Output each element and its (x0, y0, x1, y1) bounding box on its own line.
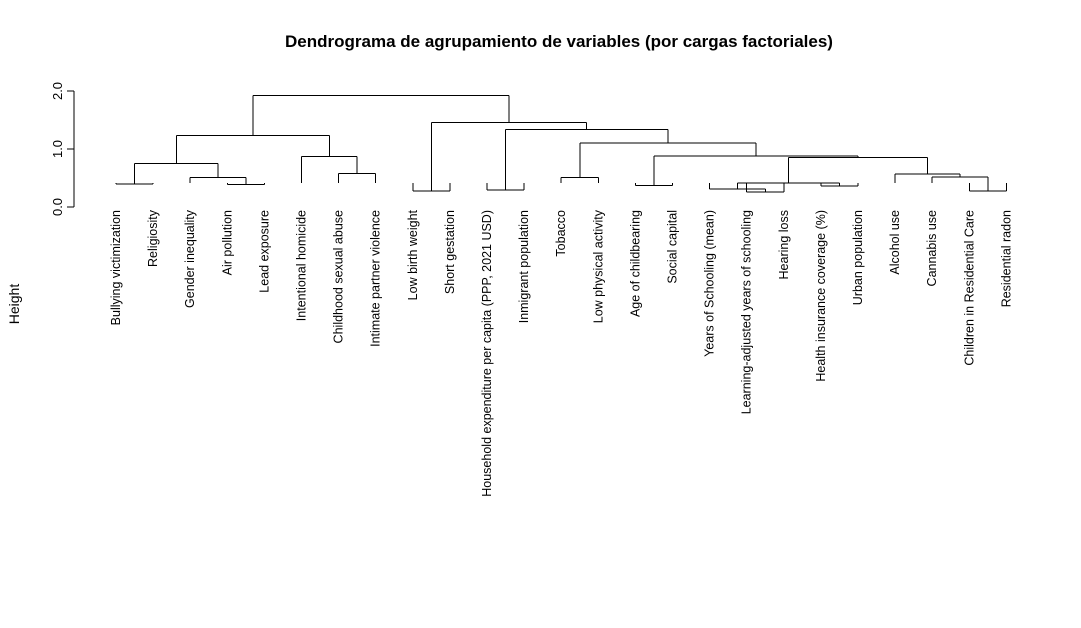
leaf-label: Children in Residential Care (962, 210, 976, 366)
leaf-label: Bullying victimization (109, 210, 123, 325)
leaf-label: Lead exposure (257, 210, 271, 293)
leaf-label: Learning-adjusted years of schooling (740, 210, 754, 414)
leaf-label: Short gestation (443, 210, 457, 294)
dendrogram-tree (115, 95, 1007, 193)
leaf-label: Religiosity (146, 209, 160, 267)
leaf-label: Residential radon (999, 210, 1013, 307)
leaf-label: Health insurance coverage (%) (814, 210, 828, 382)
leaf-label: Intentional homicide (295, 210, 309, 321)
leaf-label: Inmigrant population (517, 210, 531, 323)
chart-title: Dendrograma de agrupamiento de variables… (285, 32, 833, 51)
y-axis: 0.0 1.0 2.0 (50, 82, 75, 216)
leaf-label: Intimate partner violence (369, 210, 383, 347)
leaf-label: Gender inequality (183, 209, 197, 308)
leaf-label: Hearing loss (777, 210, 791, 279)
leaf-label: Tobacco (554, 210, 568, 257)
leaf-label: Social capital (666, 210, 680, 284)
leaf-label: Household expenditure per capita (PPP, 2… (480, 210, 494, 497)
leaf-label: Cannabis use (925, 210, 939, 286)
leaf-label: Years of Schooling (mean) (703, 210, 717, 357)
leaf-label: Childhood sexual abuse (332, 210, 346, 343)
y-tick-label: 2.0 (50, 82, 65, 100)
y-tick-label: 0.0 (50, 198, 65, 216)
leaf-label: Urban population (851, 210, 865, 305)
leaf-labels: Bullying victimization Religiosity Gender … (109, 209, 1013, 496)
leaf-label: Alcohol use (888, 210, 902, 275)
leaf-label: Air pollution (220, 210, 234, 275)
leaf-label: Low birth weight (406, 209, 420, 300)
leaf-label: Low physical activity (591, 209, 605, 323)
y-tick-label: 1.0 (50, 140, 65, 158)
leaf-label: Age of childbearing (628, 210, 642, 317)
y-axis-title: Height (6, 284, 22, 325)
